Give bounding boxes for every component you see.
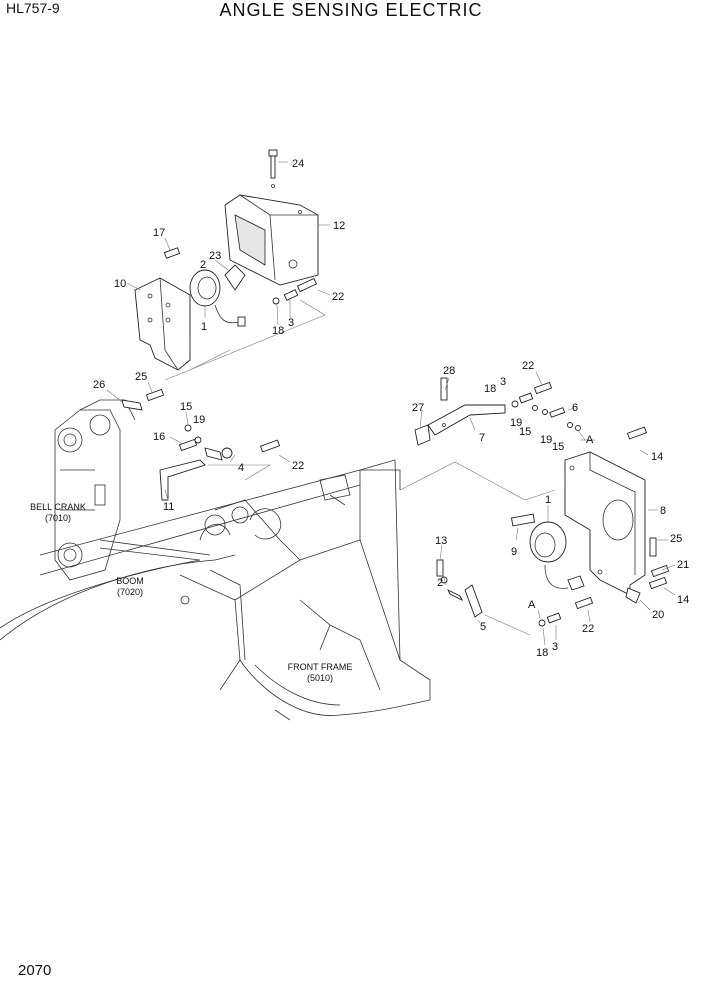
callout-19: 19: [540, 434, 552, 446]
callout-16: 16: [153, 431, 165, 443]
callout-1: 1: [201, 321, 207, 333]
callout-22: 22: [292, 460, 304, 472]
callout-7: 7: [479, 432, 485, 444]
callout-10: 10: [114, 278, 126, 290]
callout-19: 19: [510, 417, 522, 429]
callout-11: 11: [163, 501, 174, 513]
callout-A: A: [528, 599, 536, 611]
callout-13: 13: [435, 535, 447, 547]
bell-crank-label: BELL CRANK: [30, 502, 86, 512]
top-sensor-assembly: [134, 149, 326, 381]
callout-14: 14: [677, 594, 689, 606]
callout-17: 17: [153, 227, 165, 239]
callout-23: 23: [209, 250, 221, 262]
callout-21: 21: [677, 559, 689, 571]
callout-1: 1: [545, 494, 551, 506]
callout-15: 15: [552, 441, 564, 453]
model-code: HL757-9: [6, 0, 60, 16]
page-title: ANGLE SENSING ELECTRIC: [219, 0, 483, 20]
callout-22: 22: [332, 291, 344, 303]
callout-A: A: [586, 434, 594, 446]
callout-12: 12: [333, 220, 345, 232]
left-hardware: [121, 388, 281, 501]
callout-26: 26: [93, 379, 105, 391]
callout-3: 3: [500, 376, 506, 388]
callout-15: 15: [180, 401, 192, 413]
callout-22: 22: [522, 360, 534, 372]
callout-14: 14: [651, 451, 663, 463]
callout-8: 8: [660, 505, 666, 517]
assembly-labels: BELL CRANK (7010) BOOM (7020) FRONT FRAM…: [30, 502, 352, 683]
callout-24: 24: [292, 158, 304, 170]
callout-9: 9: [511, 546, 517, 558]
front-frame-label: FRONT FRAME: [288, 662, 353, 672]
callout-28: 28: [443, 365, 455, 377]
callout-25: 25: [135, 371, 147, 383]
callout-19: 19: [193, 414, 205, 426]
bell-crank-ref: (7010): [45, 513, 71, 523]
leader-lines: [106, 161, 676, 646]
callout-5: 5: [480, 621, 486, 633]
machine-structure: [0, 399, 431, 721]
boom-label: BOOM: [116, 576, 144, 586]
callout-2: 2: [437, 577, 443, 589]
boom-ref: (7020): [117, 587, 143, 597]
right-sensor-assembly: [399, 377, 670, 636]
callout-18: 18: [484, 383, 496, 395]
callout-4: 4: [238, 462, 244, 474]
callout-20: 20: [652, 609, 664, 621]
front-frame-ref: (5010): [307, 673, 333, 683]
page-number: 2070: [18, 962, 52, 979]
callout-22: 22: [582, 623, 594, 635]
callout-18: 18: [272, 325, 284, 337]
part-callouts: 24 12 17 23 2 10 22 1 18 3 26 25 15 19 1…: [93, 158, 689, 659]
callout-25: 25: [670, 533, 682, 545]
callout-2: 2: [200, 259, 206, 271]
callout-18: 18: [536, 647, 548, 659]
callout-3: 3: [552, 641, 558, 653]
callout-3: 3: [288, 317, 294, 329]
callout-27: 27: [412, 402, 424, 414]
callout-15: 15: [519, 426, 531, 438]
callout-6: 6: [572, 402, 578, 414]
